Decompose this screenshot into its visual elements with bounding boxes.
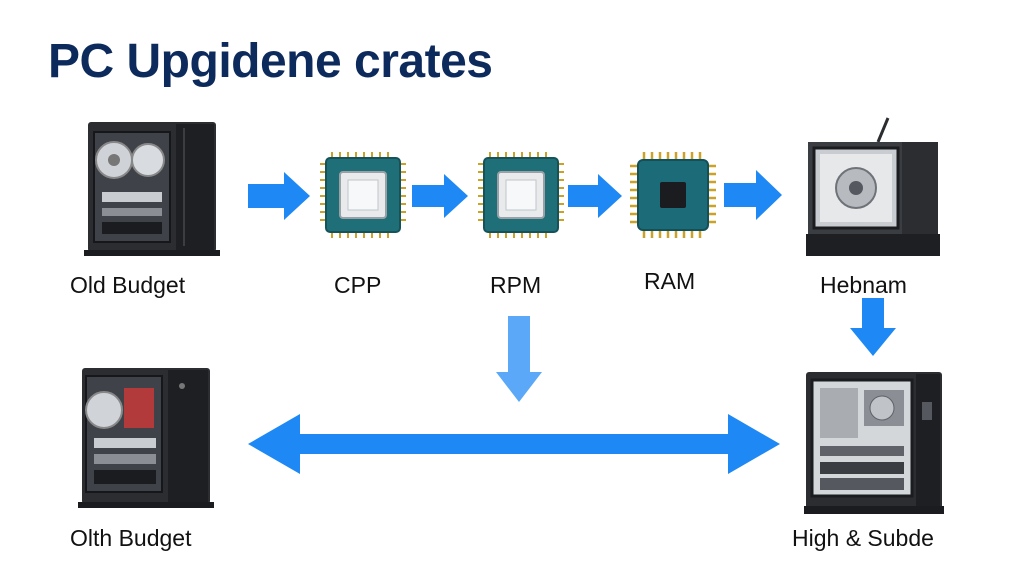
high-subde-node — [804, 368, 944, 514]
cpu-chip-icon — [478, 152, 564, 238]
double-arrow-olth-high — [248, 414, 780, 474]
arrow-ram-to-hebnam — [724, 170, 782, 220]
arrow-rpm-down — [496, 316, 542, 402]
arrow-cpp-to-rpm — [412, 174, 468, 218]
cpu-chip-icon — [320, 152, 406, 238]
hebnam-node — [806, 116, 940, 258]
cpp-node — [318, 150, 408, 240]
old-budget-label: Old Budget — [70, 272, 186, 298]
server-case-icon — [806, 117, 940, 256]
arrow-old-to-cpp — [248, 172, 310, 220]
olth-budget-node — [78, 364, 214, 508]
rpm-node — [476, 150, 566, 240]
pc-tower-icon — [84, 122, 220, 256]
ram-node — [628, 150, 718, 240]
pc-tower-icon — [78, 368, 214, 508]
olth-budget-label: Olth Budget — [70, 525, 192, 551]
page-title: PC Upgidene crates — [48, 35, 493, 88]
old-budget-node — [84, 118, 220, 258]
pc-case-icon — [804, 372, 944, 514]
high-subde-label: High & Subde — [792, 525, 934, 551]
rpm-label: RPM — [490, 272, 542, 298]
microchip-icon — [630, 152, 716, 238]
hebnam-label: Hebnam — [820, 272, 907, 298]
cpp-label: CPP — [334, 272, 382, 298]
arrow-hebnam-down — [850, 298, 896, 356]
arrow-rpm-to-ram — [568, 174, 622, 218]
ram-label: RAM — [644, 268, 696, 294]
